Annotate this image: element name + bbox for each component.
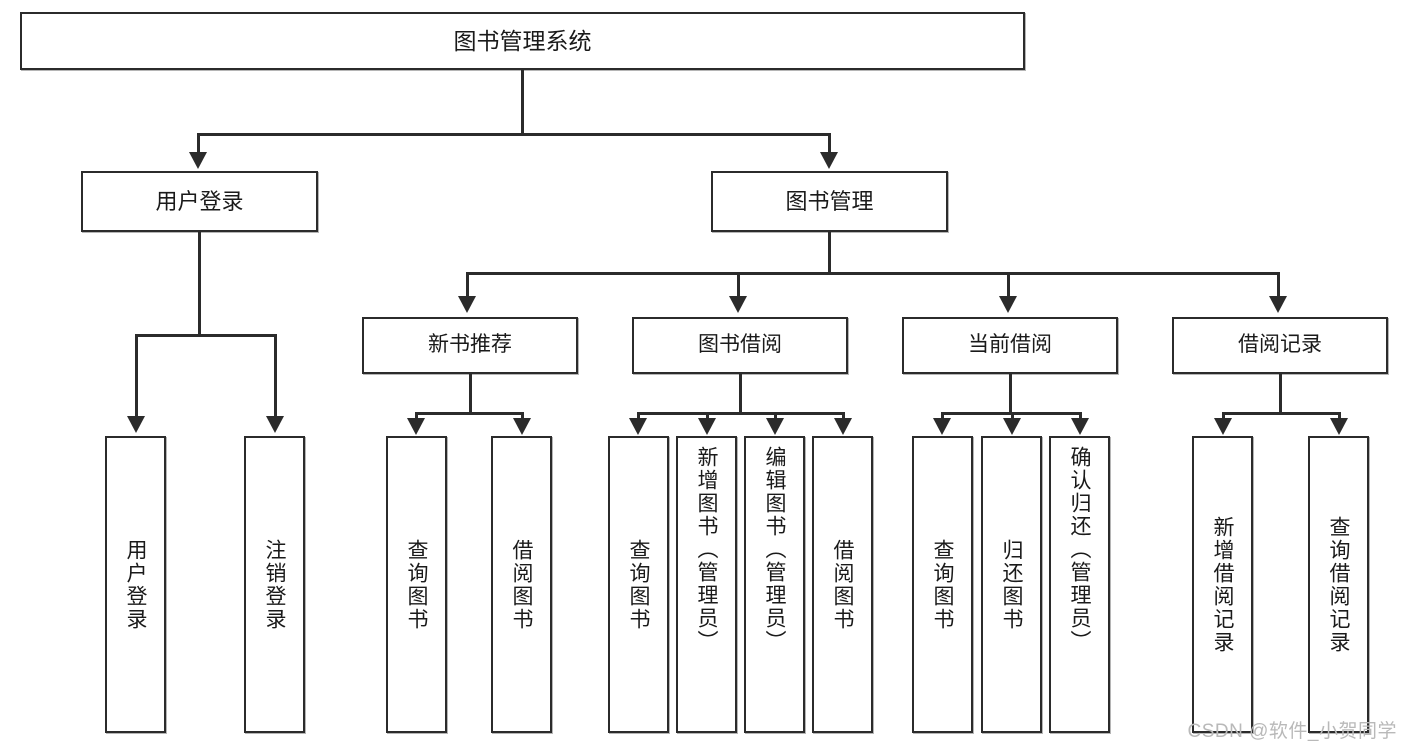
connector-tier2-bus <box>197 133 830 136</box>
node-label: 借阅图书 <box>831 538 854 631</box>
connector-book-borrow-bus <box>637 412 845 415</box>
connector-book-borrow-drop-1 <box>637 412 640 420</box>
node-label: 查询图书 <box>627 538 650 631</box>
node-borrow-record[interactable]: 借阅记录 <box>1172 317 1388 374</box>
node-label: 新增借阅记录 <box>1211 515 1234 654</box>
node-label: 查询图书 <box>405 538 428 631</box>
connector-tier2-drop-book-management <box>828 133 831 155</box>
connector-borrow-record-stem <box>1279 374 1282 414</box>
arrowhead-leaf-current-borrow-1 <box>933 418 951 435</box>
connector-user-login-drop-2 <box>274 334 277 418</box>
connector-current-borrow-drop-2 <box>1011 412 1014 420</box>
connector-tier3-drop-4 <box>1277 272 1280 298</box>
connector-borrow-record-drop-2 <box>1338 412 1341 420</box>
arrowhead-leaf-current-borrow-2 <box>1003 418 1021 435</box>
arrowhead-book-borrow <box>729 296 747 313</box>
node-label: 注销登录 <box>263 538 286 631</box>
arrowhead-leaf-new-book-1 <box>407 418 425 435</box>
leaf-user-login[interactable]: 用户登录 <box>105 436 166 733</box>
node-current-borrow[interactable]: 当前借阅 <box>902 317 1118 374</box>
connector-tier2-drop-user-login <box>197 133 200 155</box>
node-label: 编辑图书（管理员） <box>763 446 786 653</box>
connector-current-borrow-drop-3 <box>1079 412 1082 420</box>
connector-new-book-drop-1 <box>415 412 418 420</box>
connector-tier3-bus <box>466 272 1280 275</box>
node-label: 图书管理 <box>785 188 874 214</box>
connector-user-login-drop-1 <box>135 334 138 418</box>
leaf-book-borrow-edit[interactable]: 编辑图书（管理员） <box>744 436 805 733</box>
node-label: 查询借阅记录 <box>1327 515 1350 654</box>
leaf-logout[interactable]: 注销登录 <box>244 436 305 733</box>
connector-root-stem <box>521 70 524 134</box>
arrowhead-leaf-book-borrow-3 <box>766 418 784 435</box>
leaf-current-borrow-query[interactable]: 查询图书 <box>912 436 973 733</box>
connector-user-login-stem <box>198 232 201 336</box>
connector-new-book-drop-2 <box>521 412 524 420</box>
node-label: 图书管理系统 <box>453 27 592 54</box>
node-label: 用户登录 <box>124 538 147 631</box>
arrowhead-current-borrow <box>999 296 1017 313</box>
node-label: 借阅图书 <box>510 538 533 631</box>
leaf-borrow-record-query[interactable]: 查询借阅记录 <box>1308 436 1369 733</box>
arrowhead-new-book-recommend <box>458 296 476 313</box>
node-label: 查询图书 <box>931 538 954 631</box>
connector-book-borrow-stem <box>739 374 742 414</box>
connector-borrow-record-drop-1 <box>1222 412 1225 420</box>
connector-current-borrow-drop-1 <box>941 412 944 420</box>
connector-new-book-stem <box>469 374 472 414</box>
connector-tier3-drop-2 <box>737 272 740 298</box>
leaf-current-borrow-confirm-return[interactable]: 确认归还（管理员） <box>1049 436 1110 733</box>
arrowhead-leaf-user-login-1 <box>127 416 145 433</box>
node-label: 图书借阅 <box>698 333 782 357</box>
leaf-new-book-query[interactable]: 查询图书 <box>386 436 447 733</box>
connector-tier3-drop-1 <box>466 272 469 298</box>
arrowhead-leaf-book-borrow-4 <box>834 418 852 435</box>
leaf-borrow-record-add[interactable]: 新增借阅记录 <box>1192 436 1253 733</box>
connector-book-borrow-drop-4 <box>842 412 845 420</box>
leaf-book-borrow-query[interactable]: 查询图书 <box>608 436 669 733</box>
node-label: 新增图书（管理员） <box>695 446 718 653</box>
node-book-management[interactable]: 图书管理 <box>711 171 948 232</box>
connector-user-login-bus <box>135 334 277 337</box>
node-new-book-recommend[interactable]: 新书推荐 <box>362 317 578 374</box>
connector-current-borrow-stem <box>1009 374 1012 414</box>
arrowhead-user-login <box>189 152 207 169</box>
arrowhead-book-management <box>820 152 838 169</box>
arrowhead-leaf-book-borrow-1 <box>629 418 647 435</box>
node-label: 新书推荐 <box>428 333 512 357</box>
connector-new-book-bus <box>415 412 523 415</box>
leaf-book-borrow-borrow[interactable]: 借阅图书 <box>812 436 873 733</box>
node-user-login[interactable]: 用户登录 <box>81 171 318 232</box>
connector-book-borrow-drop-2 <box>706 412 709 420</box>
connector-book-borrow-drop-3 <box>774 412 777 420</box>
node-label: 归还图书 <box>1000 538 1023 631</box>
leaf-current-borrow-return[interactable]: 归还图书 <box>981 436 1042 733</box>
node-label: 借阅记录 <box>1238 333 1322 357</box>
arrowhead-leaf-borrow-record-1 <box>1214 418 1232 435</box>
node-book-borrow[interactable]: 图书借阅 <box>632 317 848 374</box>
node-label: 当前借阅 <box>968 333 1052 357</box>
arrowhead-leaf-user-login-2 <box>266 416 284 433</box>
arrowhead-leaf-borrow-record-2 <box>1330 418 1348 435</box>
node-label: 确认归还（管理员） <box>1068 446 1091 653</box>
leaf-new-book-borrow[interactable]: 借阅图书 <box>491 436 552 733</box>
leaf-book-borrow-add[interactable]: 新增图书（管理员） <box>676 436 737 733</box>
arrowhead-leaf-current-borrow-3 <box>1071 418 1089 435</box>
connector-tier3-drop-3 <box>1007 272 1010 298</box>
arrowhead-borrow-record <box>1269 296 1287 313</box>
arrowhead-leaf-new-book-2 <box>513 418 531 435</box>
arrowhead-leaf-book-borrow-2 <box>698 418 716 435</box>
connector-book-management-stem <box>828 232 831 274</box>
node-label: 用户登录 <box>155 188 244 214</box>
connector-borrow-record-bus <box>1222 412 1340 415</box>
node-root-book-management-system[interactable]: 图书管理系统 <box>20 12 1025 70</box>
csdn-watermark: CSDN @软件_小贺同学 <box>1187 721 1397 742</box>
